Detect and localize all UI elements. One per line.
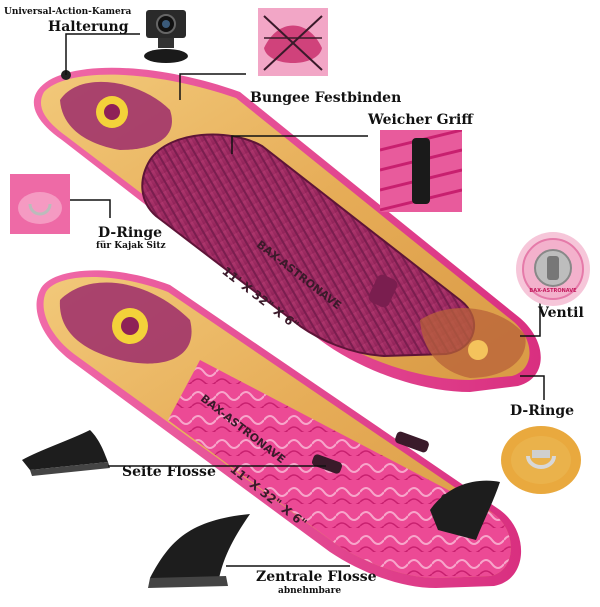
- label-camera-top: Universal-Action-Kamera: [4, 7, 132, 17]
- side-fin-loose: [22, 430, 110, 476]
- top-board: [33, 67, 541, 392]
- d-ring-icon: [501, 426, 581, 494]
- valve-thumbnail: BAX-ASTRONAVE: [516, 232, 590, 306]
- label-d-rings-left: D-Ringe: [98, 225, 163, 241]
- center-fin-loose: [148, 514, 250, 588]
- valve-icon: [522, 238, 584, 300]
- valve-brand-text: BAX-ASTRONAVE: [529, 288, 577, 294]
- label-valve: Ventil: [538, 305, 584, 321]
- label-center-fin: Zentrale Flosse: [256, 569, 377, 585]
- label-d-rings-right: D-Ringe: [510, 403, 575, 419]
- d-ring-icon: [18, 192, 62, 224]
- label-d-rings-left-sub: für Kajak Sitz: [96, 241, 166, 251]
- handle-thumbnail: [380, 130, 462, 212]
- label-side-fin: Seite Flosse: [122, 464, 216, 480]
- camera-thumbnail: [138, 6, 196, 68]
- d-ring-thumbnail-right: [498, 420, 584, 496]
- bottom-board: [36, 270, 522, 588]
- d-ring-thumbnail-left: [10, 174, 70, 234]
- camera-icon: [144, 10, 188, 63]
- label-bungee: Bungee Festbinden: [250, 90, 402, 106]
- label-camera-bottom: Halterung: [48, 19, 129, 35]
- leader-lines: [65, 33, 545, 567]
- handle-icon: [380, 130, 462, 212]
- center-fin-on-board: [430, 480, 500, 540]
- label-handle: Weicher Griff: [368, 112, 473, 128]
- label-center-fin-sub: abnehmbare: [278, 586, 342, 596]
- bungee-thumbnail: [258, 8, 328, 76]
